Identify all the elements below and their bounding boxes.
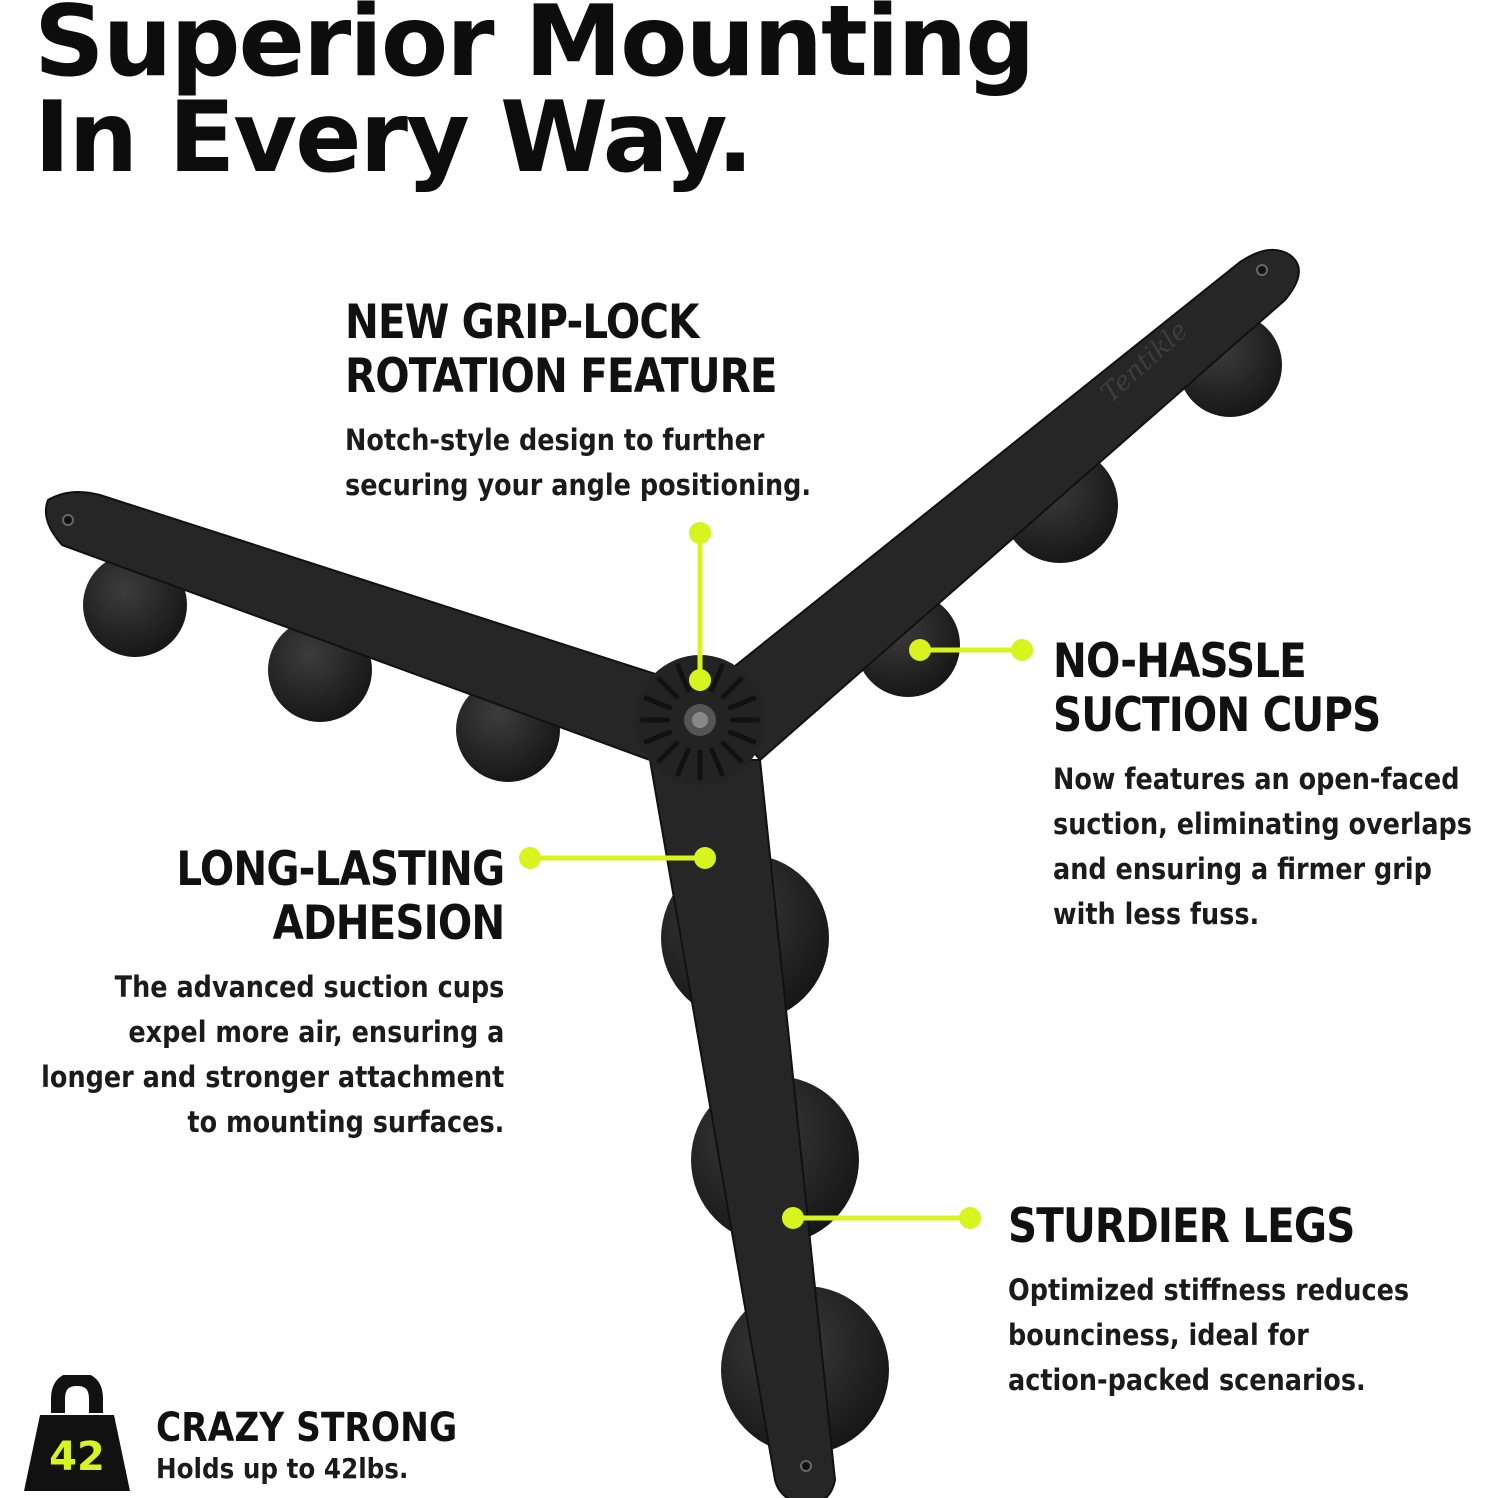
bottom-arm — [648, 759, 837, 1498]
callout-body-line: longer and stronger attachment — [40, 1060, 504, 1094]
leader-dot — [909, 639, 931, 661]
callout-title: LONG-LASTING ADHESION — [51, 842, 505, 951]
callout-body-line: suction, eliminating overlaps — [1053, 807, 1473, 841]
headline-line-2: In Every Way. — [34, 81, 754, 195]
grip-lock-hub — [635, 655, 765, 785]
callout-title-line: NO-HASSLE — [1053, 634, 1307, 689]
callout-body-line: Now features an open-faced — [1053, 762, 1460, 796]
callout-body-line: Notch-style design to further — [345, 423, 765, 457]
leader-dot — [1011, 639, 1033, 661]
badge-subtitle: Holds up to 42lbs. — [156, 1452, 409, 1485]
callout-leaders — [519, 522, 1033, 1229]
callout-body-line: bounciness, ideal for — [1008, 1318, 1309, 1352]
leader-dot — [782, 1207, 804, 1229]
weight-number: 42 — [49, 1434, 105, 1480]
callout-body-line: securing your angle positioning. — [345, 468, 812, 502]
leader-dot — [689, 522, 711, 544]
callout-body-line: The advanced suction cups — [114, 970, 504, 1004]
callout-title-line: STURDIER LEGS — [1008, 1199, 1355, 1254]
callout-title-line: ROTATION FEATURE — [345, 349, 778, 404]
leader-dot — [519, 847, 541, 869]
callout-body-line: action-packed scenarios. — [1008, 1363, 1366, 1397]
tripod-arms — [44, 248, 1300, 1498]
callout-body: Optimized stiffness reduces bounciness, … — [1008, 1268, 1409, 1403]
callout-body-line: with less fuss. — [1053, 897, 1260, 931]
callout-body: Now features an open-faced suction, elim… — [1053, 757, 1472, 937]
callout-title-line: SUCTION CUPS — [1053, 688, 1381, 743]
weight-icon: 42 — [24, 1375, 130, 1491]
callout-body: The advanced suction cups expel more air… — [41, 965, 504, 1145]
callout-adhesion: LONG-LASTING ADHESION The advanced sucti… — [0, 842, 505, 1145]
leader-dot — [959, 1207, 981, 1229]
callout-body-line: and ensuring a firmer grip — [1053, 852, 1432, 886]
callout-title-line: LONG-LASTING — [176, 842, 505, 897]
callout-body-line: Optimized stiffness reduces — [1008, 1273, 1410, 1307]
callout-title: STURDIER LEGS — [1008, 1200, 1400, 1254]
callout-body-line: expel more air, ensuring a — [128, 1015, 504, 1049]
callout-title-line: NEW GRIP-LOCK — [345, 295, 699, 350]
callout-suction-cups: NO-HASSLE SUCTION CUPS Now features an o… — [1053, 635, 1498, 937]
callout-title: NO-HASSLE SUCTION CUPS — [1053, 635, 1462, 743]
callout-body: Notch-style design to further securing y… — [345, 418, 811, 508]
badge-title: CRAZY STRONG — [156, 1405, 458, 1451]
leader-dot — [689, 669, 711, 691]
crazy-strong-badge: CRAZY STRONG Holds up to 42lbs. — [156, 1406, 506, 1486]
callout-title-line: ADHESION — [272, 896, 505, 951]
callout-legs: STURDIER LEGS Optimized stiffness reduce… — [1008, 1200, 1464, 1403]
callout-body-line: to mounting surfaces. — [187, 1105, 504, 1139]
callout-title: NEW GRIP-LOCK ROTATION FEATURE — [345, 296, 801, 404]
right-arm — [703, 248, 1300, 762]
leader-dot — [694, 847, 716, 869]
callout-grip-lock: NEW GRIP-LOCK ROTATION FEATURE Notch-sty… — [345, 296, 875, 508]
headline: Superior Mounting In Every Way. — [34, 0, 1035, 195]
headline-line-1: Superior Mounting — [34, 0, 1035, 99]
